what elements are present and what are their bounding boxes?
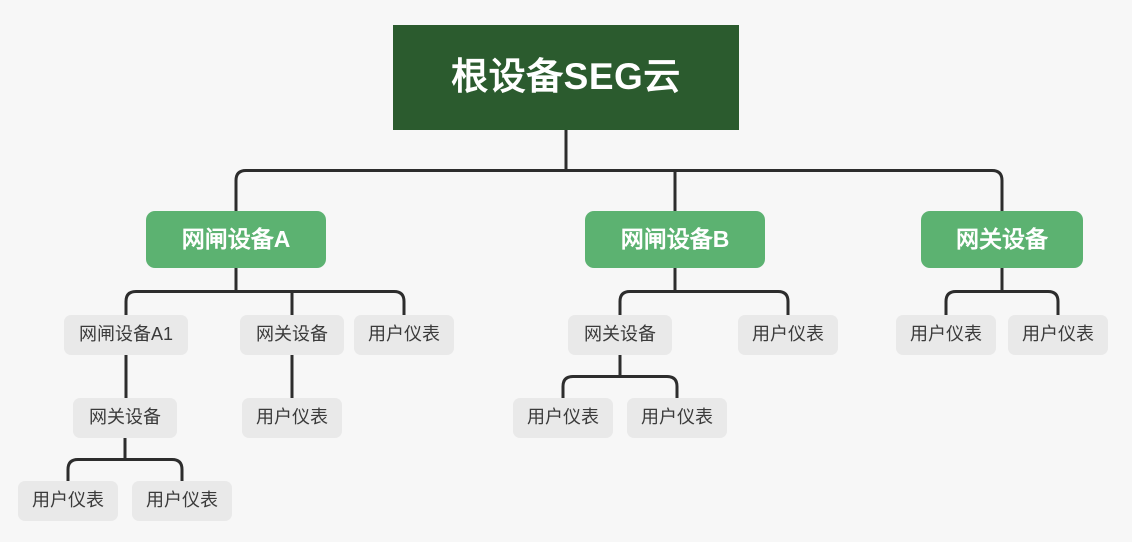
leaf-node[interactable]: 用户仪表 bbox=[132, 481, 232, 521]
leaf-node[interactable]: 用户仪表 bbox=[18, 481, 118, 521]
leaf-node[interactable]: 用户仪表 bbox=[1008, 315, 1108, 355]
leaf-node[interactable]: 网关设备 bbox=[240, 315, 344, 355]
leaf-node[interactable]: 用户仪表 bbox=[513, 398, 613, 438]
leaf-node[interactable]: 用户仪表 bbox=[896, 315, 996, 355]
connector-line bbox=[234, 169, 1004, 211]
leaf-node[interactable]: 网闸设备A1 bbox=[64, 315, 188, 355]
leaf-node[interactable]: 用户仪表 bbox=[738, 315, 838, 355]
connector-line bbox=[66, 458, 184, 481]
connector-line bbox=[618, 290, 790, 315]
connector-line bbox=[124, 290, 406, 315]
connector-line bbox=[944, 290, 1060, 315]
root-node[interactable]: 根设备SEG云 bbox=[393, 25, 739, 130]
leaf-node[interactable]: 用户仪表 bbox=[242, 398, 342, 438]
leaf-node[interactable]: 用户仪表 bbox=[354, 315, 454, 355]
connector-line bbox=[561, 375, 679, 398]
leaf-node[interactable]: 网关设备 bbox=[568, 315, 672, 355]
branch-node[interactable]: 网关设备 bbox=[921, 211, 1083, 268]
leaf-node[interactable]: 用户仪表 bbox=[627, 398, 727, 438]
branch-node[interactable]: 网闸设备A bbox=[146, 211, 326, 268]
leaf-node[interactable]: 网关设备 bbox=[73, 398, 177, 438]
branch-node[interactable]: 网闸设备B bbox=[585, 211, 765, 268]
